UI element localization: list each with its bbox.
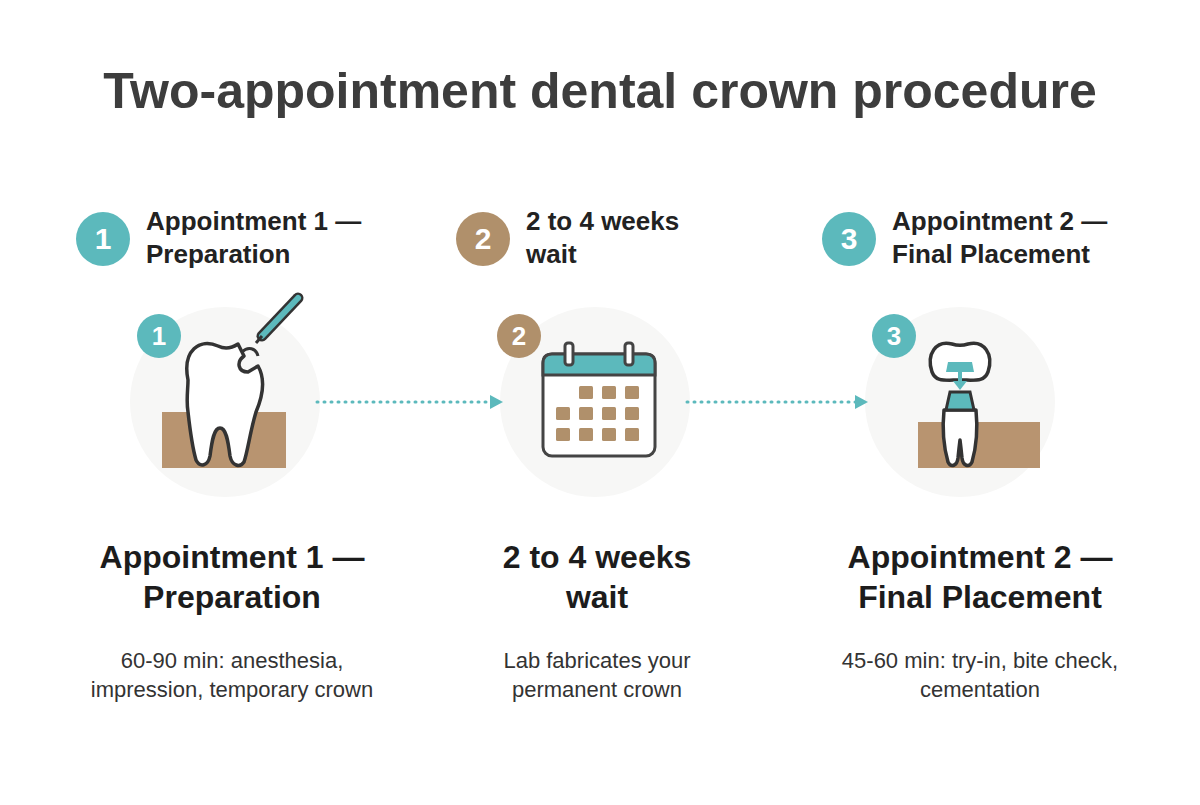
step-icon-area: Appointment 2 — Final Placement45-60 min… [870, 312, 1050, 492]
step-number: 1 [95, 222, 112, 256]
step-icon-area: 2 to 4 weeks waitLab fabricates your per… [505, 312, 685, 492]
dotted-arrow [687, 395, 868, 409]
step-description: Lab fabricates your permanent crown [462, 647, 732, 704]
icon-glow [130, 307, 320, 497]
calendar-icon [543, 343, 655, 456]
step-number: 2 [475, 222, 492, 256]
icon-glow [865, 307, 1055, 497]
step-number: 2 [512, 321, 526, 352]
step-number: 1 [152, 321, 166, 352]
step-badge: 3Appointment 2 — Final Placement [822, 212, 876, 266]
callout-number: 2 [497, 314, 541, 358]
step-badge: 22 to 4 weeks wait [456, 212, 510, 266]
dotted-arrow [317, 395, 503, 409]
step-header: Appointment 2 — Final Placement [892, 205, 1152, 270]
step-heading: Appointment 2 — Final Placement [810, 537, 1150, 617]
callout-number: 1 [137, 314, 181, 358]
crown-placement-icon [918, 343, 1040, 468]
step-number: 3 [887, 321, 901, 352]
step-heading: 2 to 4 weeks wait [487, 537, 707, 617]
callout-number: 3 [872, 314, 916, 358]
step-heading: Appointment 1 — Preparation [62, 537, 402, 617]
step-description: 45-60 min: try-in, bite check, cementati… [820, 647, 1140, 704]
step-header: Appointment 1 — Preparation [146, 205, 396, 270]
step-icon-area: Appointment 1 — Preparation60-90 min: an… [135, 312, 315, 492]
step-description: 60-90 min: anesthesia, impression, tempo… [82, 647, 382, 704]
step-number: 3 [841, 222, 858, 256]
step-badge: 1Appointment 1 — Preparation [76, 212, 130, 266]
step-header: 2 to 4 weeks wait [526, 205, 706, 270]
tooth-prep-icon [162, 298, 298, 468]
diagram-title: Two-appointment dental crown procedure [0, 62, 1200, 120]
